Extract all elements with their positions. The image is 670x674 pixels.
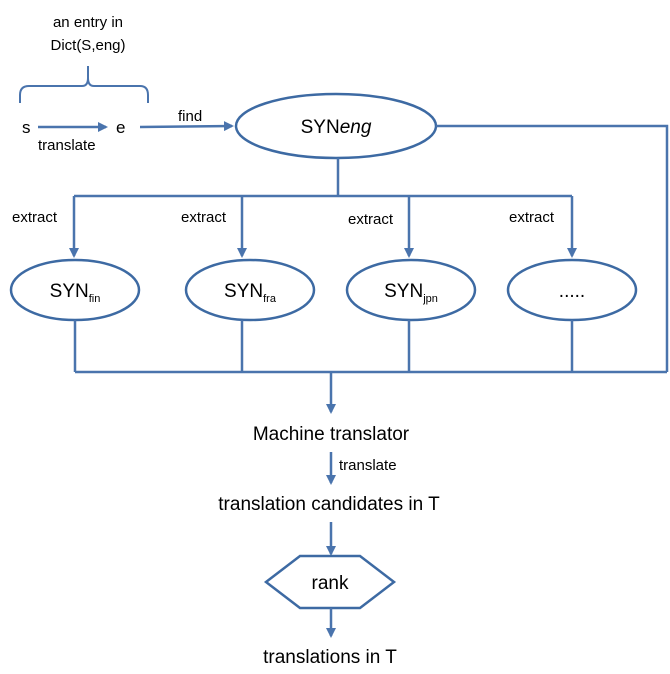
syn-fra-node bbox=[184, 258, 316, 322]
rank-label: rank bbox=[312, 573, 349, 594]
extract-label-more: extract bbox=[509, 209, 555, 226]
syn-jpn-node bbox=[345, 258, 477, 322]
source-symbol: s bbox=[22, 118, 31, 137]
translate-label: translate bbox=[38, 137, 96, 154]
extract-label-fra: extract bbox=[181, 209, 227, 226]
candidates-label: translation candidates in T bbox=[218, 494, 440, 515]
extract-label-fin: extract bbox=[12, 209, 58, 226]
find-label: find bbox=[178, 108, 202, 125]
final-translations-label: translations in T bbox=[263, 647, 397, 668]
syn-jpn-label: SYNjpn bbox=[384, 281, 438, 305]
extract-label-jpn: extract bbox=[348, 211, 394, 228]
entry-label-line2: Dict(S,eng) bbox=[50, 37, 125, 54]
syn-eng-label: SYNeng bbox=[301, 117, 372, 138]
machine-translator-label: Machine translator bbox=[253, 424, 410, 445]
translate-label-2: translate bbox=[339, 457, 397, 474]
english-symbol: e bbox=[116, 118, 125, 137]
syn-more-label: ..... bbox=[559, 281, 585, 302]
syn-eng-bypass-line bbox=[436, 124, 669, 372]
syn-fra-label: SYNfra bbox=[224, 281, 277, 305]
find-arrow bbox=[139, 121, 234, 132]
entry-brace bbox=[19, 66, 149, 103]
rank-decision-node bbox=[263, 554, 397, 610]
syn-fin-label: SYNfin bbox=[50, 281, 101, 305]
entry-label-line1: an entry in bbox=[53, 14, 123, 31]
